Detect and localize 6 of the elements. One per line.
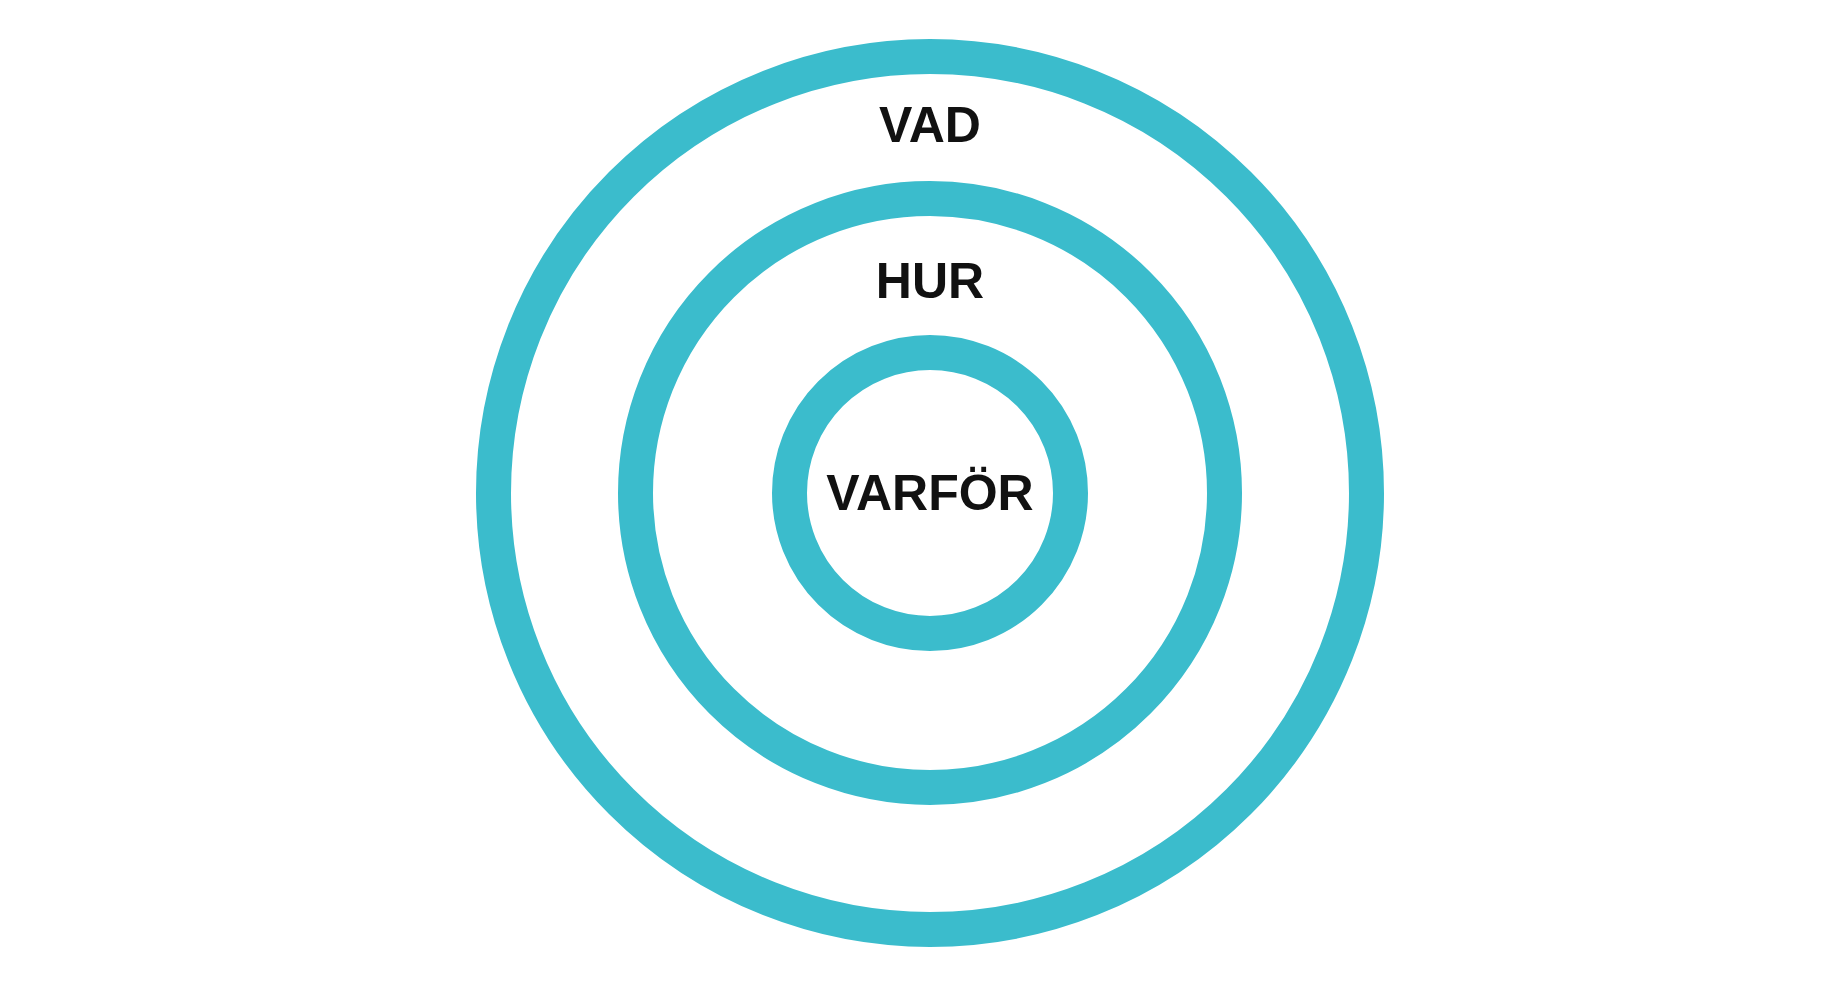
ring-circle	[772, 335, 1088, 651]
circle-label: HUR	[875, 252, 985, 310]
circle-label: VAD	[879, 96, 981, 154]
ring-circle	[476, 39, 1384, 947]
ring-circle	[618, 181, 1242, 805]
circle-label: VARFÖR	[826, 464, 1034, 522]
